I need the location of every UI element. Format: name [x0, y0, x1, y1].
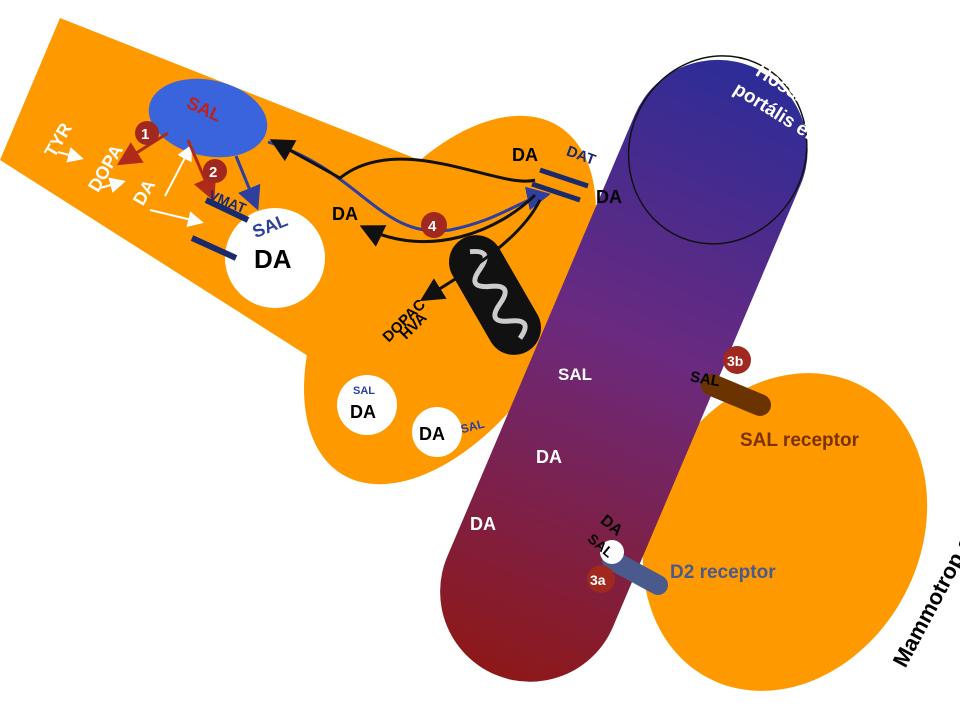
label-ves2-da: DA: [350, 402, 376, 422]
label-step-2: 2: [209, 164, 217, 181]
vesicle-small-1: [337, 375, 397, 435]
step-3b-circle: [723, 346, 751, 374]
label-step-4: 4: [428, 218, 437, 235]
arrow-to-da: [359, 193, 537, 247]
arrow-to-dopac: [419, 199, 542, 302]
step-1-circle: [135, 121, 159, 145]
label-da-cyto: DA: [332, 204, 358, 224]
label-ves3-da: DA: [419, 424, 445, 444]
arrow-da-sal: [164, 144, 192, 197]
sal-compartment: [148, 78, 268, 158]
arrow-reuptake-black: [269, 139, 536, 183]
label-vessel-sal: SAL: [558, 365, 592, 384]
label-step-3b: 3b: [727, 353, 743, 369]
arrow-dopa-da: [99, 177, 126, 193]
sal-receptor-shape: [701, 374, 771, 416]
label-d2-receptor: D2 receptor: [670, 562, 776, 583]
label-ves3-sal: SAL: [459, 417, 486, 437]
label-vessel-da-2: DA: [470, 514, 496, 534]
dat-bar-1: [539, 167, 589, 189]
portal-vessel: [440, 55, 808, 682]
vessel-opening: [627, 55, 808, 245]
step-4-circle: [421, 212, 447, 238]
arrow-tyr-dopa: [57, 147, 84, 163]
vmat-bar-2: [190, 235, 238, 261]
mammotrop-cell: [642, 373, 928, 691]
d2-receptor-cap: [600, 540, 624, 564]
step-3a-circle: [587, 565, 615, 593]
label-da-dat-right: DA: [596, 187, 622, 207]
vmat-bar-1: [204, 197, 250, 223]
label-da-vesicle: DA: [254, 244, 292, 274]
dat-bar-2: [531, 181, 581, 203]
arrow-sal-vmat: [186, 139, 216, 202]
label-sal-receptor: SAL receptor: [740, 430, 860, 451]
vesicle-small-2: [412, 407, 462, 457]
label-da-dat-top: DA: [512, 145, 538, 165]
mitochondrion: [449, 235, 541, 355]
label-receptor-sal: SAL: [689, 368, 721, 390]
step-2-circle: [203, 159, 227, 183]
arrow-sal-vesicle: [234, 155, 261, 211]
arrow-da-vmat: [149, 209, 204, 227]
label-vessel-da-1: DA: [536, 447, 562, 467]
label-step-3a: 3a: [590, 572, 606, 588]
d2-receptor-shape: [602, 550, 668, 595]
label-step-1: 1: [141, 126, 149, 143]
da-vesicle-large: [225, 208, 325, 308]
label-ves2-sal: SAL: [353, 385, 375, 397]
arrow-sal-synth: [116, 131, 169, 166]
